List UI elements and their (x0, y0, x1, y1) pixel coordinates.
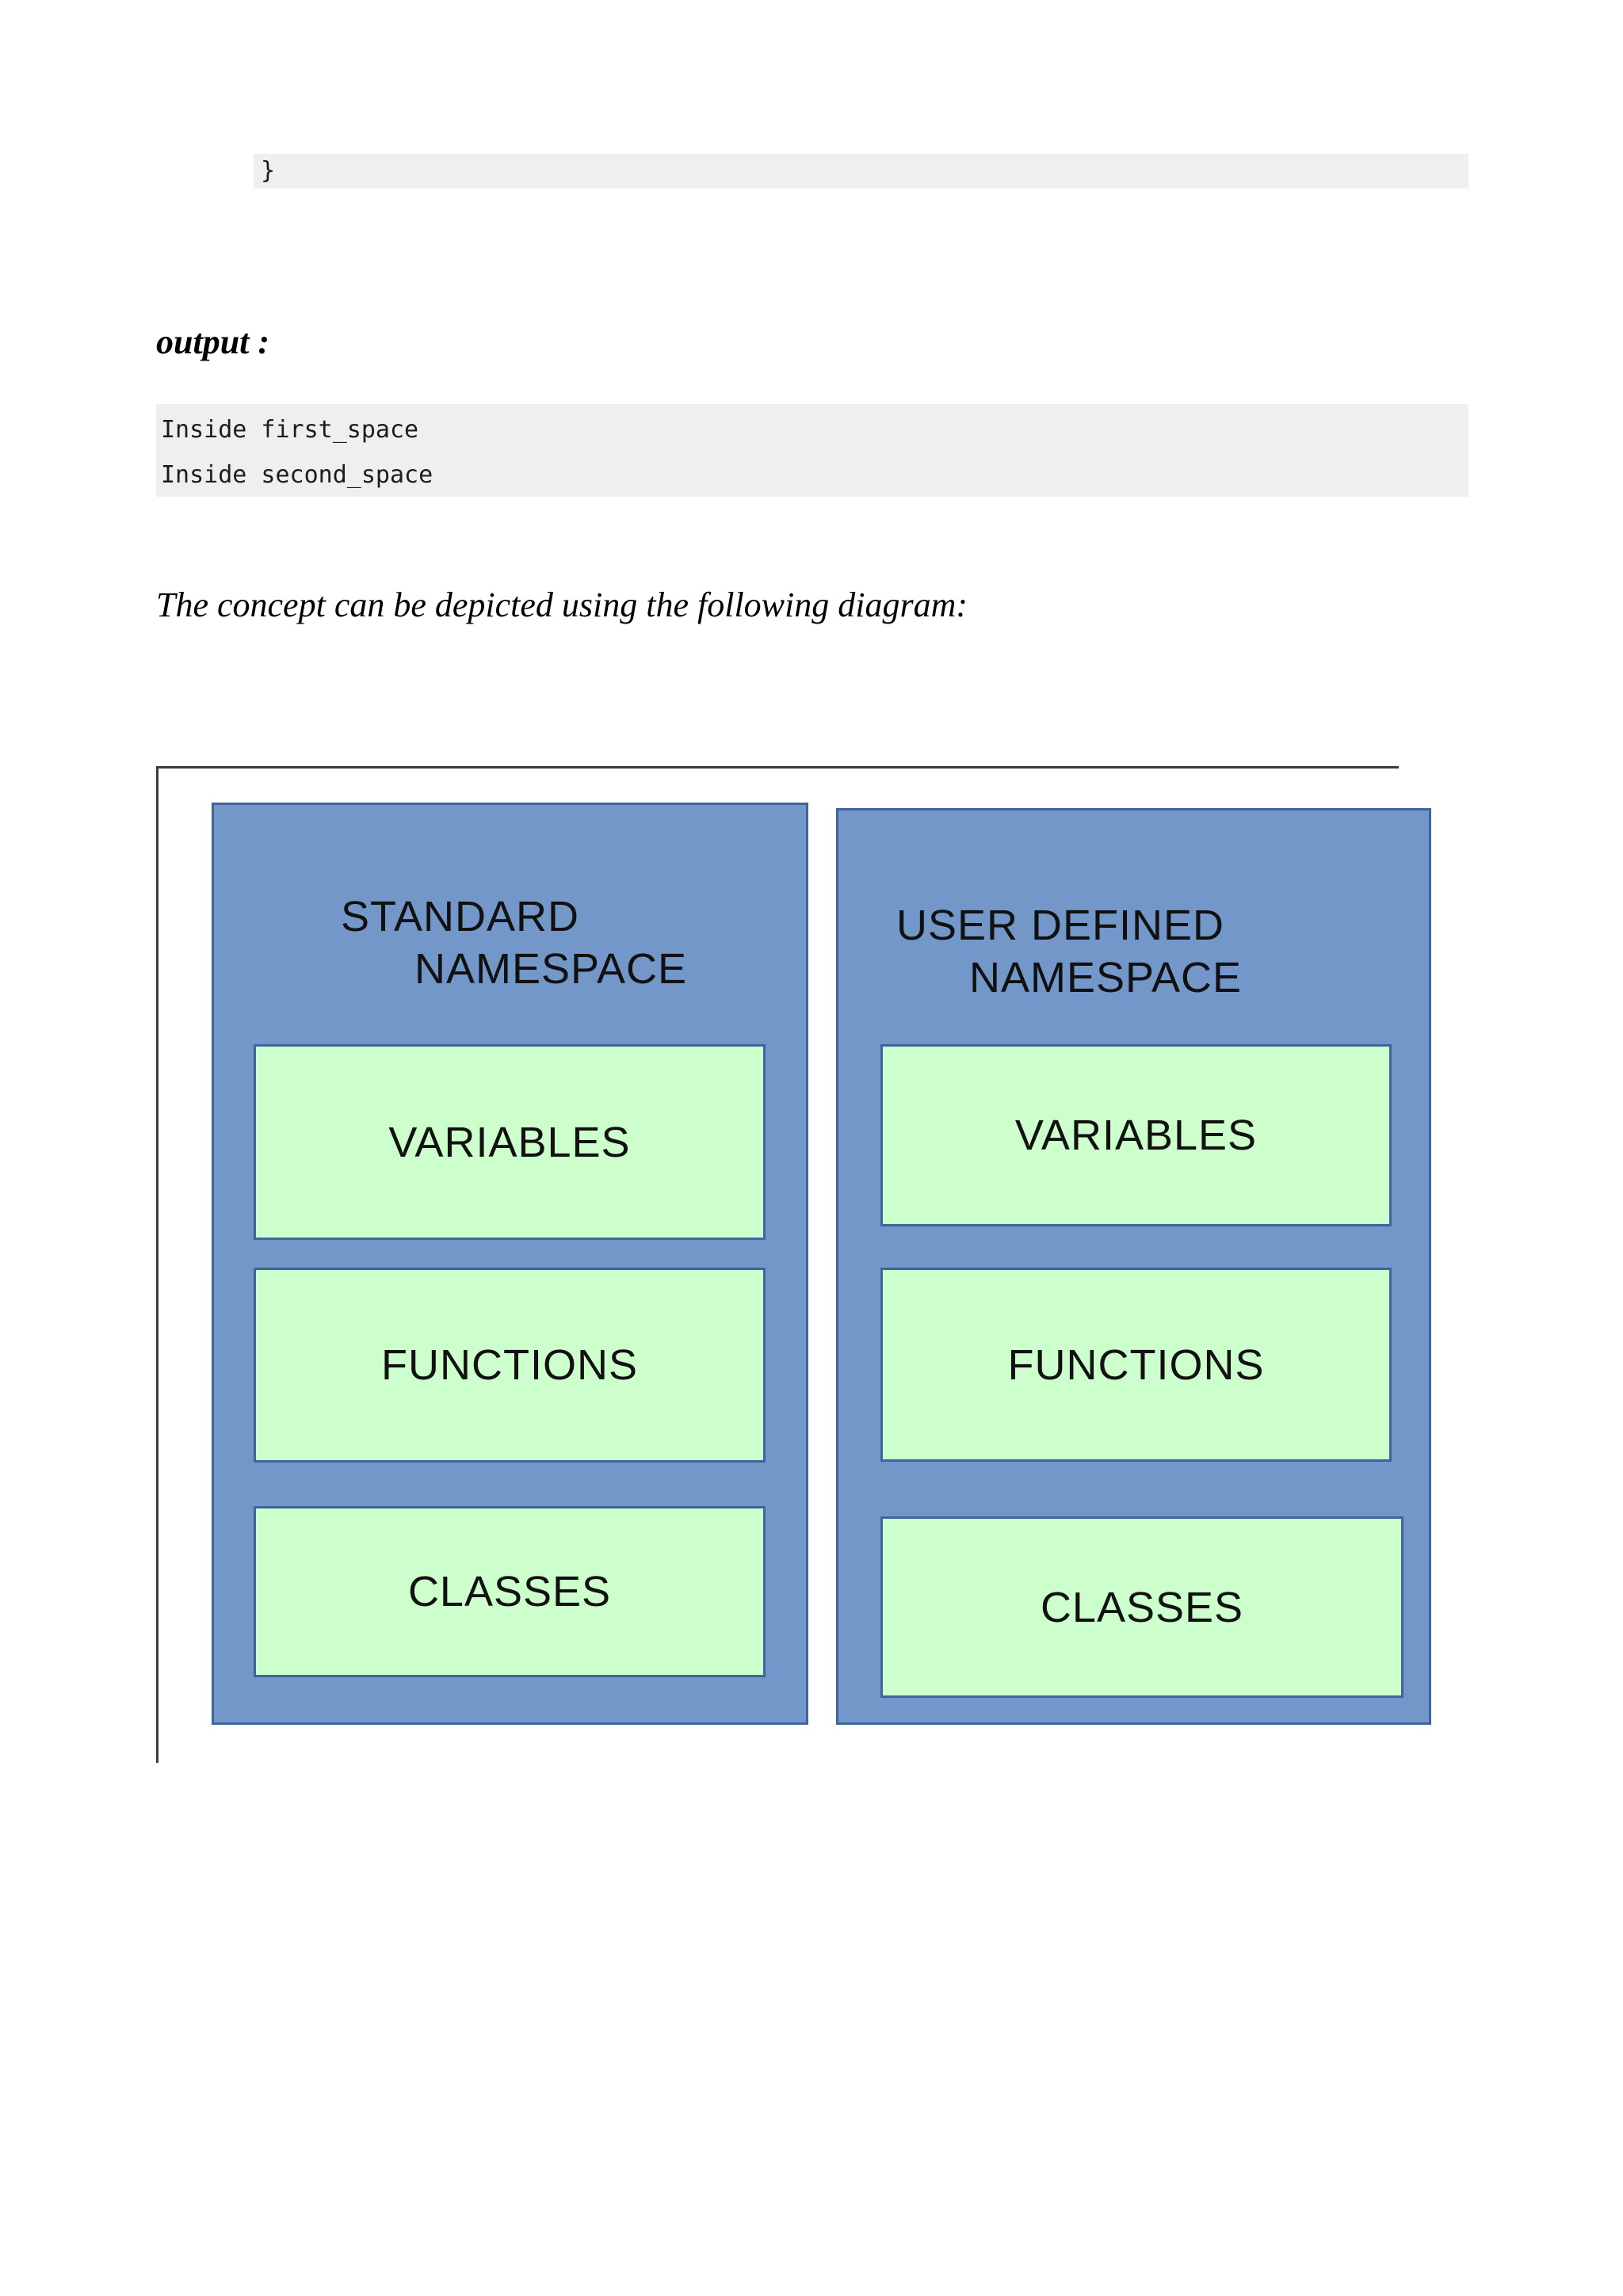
member-label: CLASSES (407, 1568, 612, 1615)
user-defined-namespace-title: USER DEFINED NAMESPACE (896, 899, 1242, 1004)
member-label: FUNCTIONS (1007, 1341, 1265, 1389)
member-label: FUNCTIONS (381, 1341, 638, 1389)
user-defined-classes-box: CLASSES (880, 1516, 1403, 1698)
standard-variables-box: VARIABLES (254, 1044, 766, 1240)
title-line: NAMESPACE (969, 954, 1243, 1001)
code-block-closing-brace: } (254, 154, 1468, 189)
diagram-image-frame (156, 766, 1399, 1763)
output-code-block: Inside first_space Inside second_space (156, 404, 1468, 497)
intro-paragraph: The concept can be depicted using the fo… (156, 585, 968, 624)
user-defined-variables-box: VARIABLES (880, 1044, 1392, 1226)
standard-functions-box: FUNCTIONS (254, 1268, 766, 1463)
standard-classes-box: CLASSES (254, 1506, 766, 1677)
title-line: NAMESPACE (414, 945, 688, 993)
standard-namespace-title: STANDARD NAMESPACE (341, 891, 687, 995)
title-line: USER DEFINED (896, 902, 1225, 949)
code-text: } (261, 157, 276, 185)
user-defined-functions-box: FUNCTIONS (880, 1268, 1392, 1462)
code-line: Inside first_space (161, 416, 419, 444)
user-defined-namespace-box: USER DEFINED NAMESPACE VARIABLES FUNCTIO… (836, 808, 1431, 1725)
member-label: VARIABLES (388, 1118, 631, 1166)
output-heading: output : (156, 322, 270, 361)
member-label: CLASSES (1040, 1583, 1244, 1631)
code-line: Inside second_space (161, 461, 433, 489)
member-label: VARIABLES (1014, 1112, 1258, 1159)
standard-namespace-box: STANDARD NAMESPACE VARIABLES FUNCTIONS C… (212, 803, 808, 1725)
title-line: STANDARD (341, 893, 580, 940)
